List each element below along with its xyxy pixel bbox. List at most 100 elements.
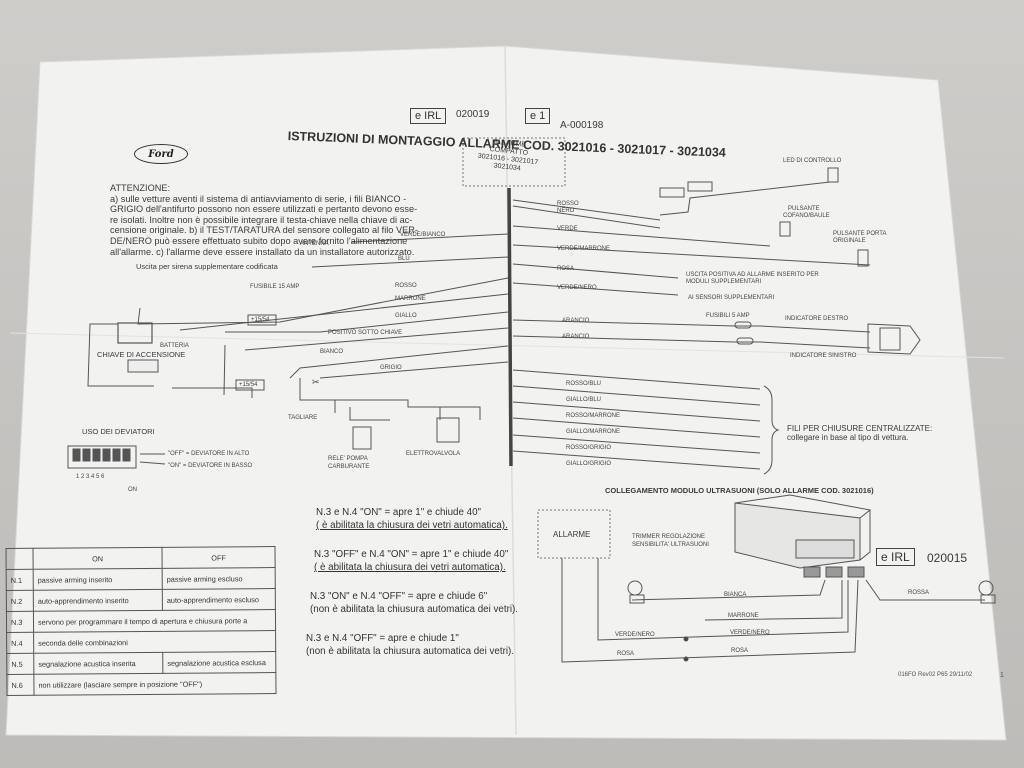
wire-central: ROSSO/MARRONE (566, 413, 621, 419)
attention-line: DE/NERO può essere effettuato subito dop… (110, 235, 408, 246)
cert-box-1: e IRL (410, 108, 447, 124)
attention-line: a) sulle vetture aventi il sistema di an… (110, 193, 407, 204)
timing-rule: N.3 e N.4 "ON" = apre 1" e chiude 40" ( … (316, 506, 508, 532)
rule-line-b: ( è abilitata la chiusura dei vetri auto… (316, 520, 508, 531)
wire-bianca: BIANCA (724, 592, 747, 598)
label-batteria: BATTERIA (160, 343, 189, 349)
wire-rosa-us-2: ROSA (731, 648, 749, 654)
dip-options-table: ON OFF N.1 passive arming inserito passi… (5, 546, 277, 696)
table-cell-on: passive arming inserito (33, 568, 163, 591)
label-tagliare: TAGLIARE (288, 415, 318, 421)
ford-logo: Ford (134, 144, 188, 164)
label-elettrovalvola: ELETTROVALVOLA (406, 451, 461, 457)
table-cell (5, 548, 34, 570)
label-fili-2: collegare in base al tipo di vettura. (787, 433, 909, 442)
wire-giallo: GIALLO (395, 313, 417, 319)
label-carburante: CARBURANTE (328, 464, 370, 470)
label-trimmer-1: TRIMMER REGOLAZIONE (632, 534, 706, 540)
wire-verde-nero-us-2: VERDE/NERO (730, 630, 770, 636)
wire-marrone-left: MARRONE (395, 296, 426, 302)
label-pulsante-porta-1: PULSANTE PORTA (833, 231, 887, 237)
wire-central: GIALLO/MARRONE (566, 429, 621, 435)
table-cell-on: seconda delle combinazioni (33, 630, 276, 654)
ultrasound-allarme: ALLARME (553, 530, 591, 539)
ultrasound-title: COLLEGAMENTO MODULO ULTRASUONI (SOLO ALL… (605, 486, 874, 495)
label-fusibili-5: FUSIBILI 5 AMP (706, 313, 750, 319)
table-row: N.4 seconda delle combinazioni (6, 630, 276, 654)
attention-notes: ATTENZIONE: a) sulle vetture aventi il s… (110, 183, 440, 257)
wire-rosso-left: ROSSO (395, 283, 417, 289)
cert-mark-2: e 1 (530, 110, 546, 122)
table-cell-on: segnalazione acustica inserita (33, 652, 163, 675)
label-chiave-accensione: CHIAVE DI ACCENSIONE (97, 350, 186, 359)
attention-line: censione originale. b) il TEST/TARATURA … (110, 225, 418, 236)
wire-marrone-us: MARRONE (728, 613, 759, 619)
cert-mark-3: e IRL (881, 550, 910, 564)
rule-line-a: N.3 "OFF" e N.4 "ON" = apre 1" e chiude … (314, 549, 509, 560)
timing-rule: N.3 "ON" e N.4 "OFF" = apre e chiude 6" … (310, 590, 518, 616)
table-cell-on: servono per programmare il tempo di aper… (33, 609, 276, 633)
footer-code: 016FO Rev02 P65 29/11/02 (898, 672, 973, 678)
label-plus-15-54-a: +15/54 (251, 317, 270, 323)
wire-grigio: GRIGIO (380, 365, 402, 371)
rule-line-b: (non è abilitata la chiusura automatica … (310, 604, 519, 615)
wire-rossa: ROSSA (908, 590, 930, 596)
attention-line: re isolati. Inoltre non è possibile inte… (110, 214, 413, 225)
wire-central: ROSSO/GRIGIO (566, 445, 612, 451)
table-cell-n: N.4 (6, 632, 34, 654)
timing-rule: N.3 e N.4 "OFF" = apre e chiude 1" (non … (306, 632, 514, 658)
dip-off-note: "OFF" = DEVIATORE IN ALTO (168, 451, 250, 457)
wire-verde-nero-us-1: VERDE/NERO (615, 632, 655, 638)
page-number: 1 (1000, 672, 1004, 679)
timing-rule: N.3 "OFF" e N.4 "ON" = apre 1" e chiude … (314, 548, 508, 574)
wire-rosa-us-1: ROSA (617, 651, 635, 657)
cert-code-1: 020019 (456, 109, 490, 120)
table-cell-n: N.6 (6, 674, 35, 696)
label-pulsante-cofano-1: PULSANTE (788, 206, 820, 212)
wire-verde: VERDE (557, 226, 578, 232)
cert-box-2: e 1 (525, 108, 551, 124)
cert-mark-1: e IRL (415, 110, 442, 122)
table-cell-off: passive arming escluso (162, 567, 276, 590)
dip-numbers: 1 2 3 4 5 6 (76, 474, 105, 480)
label-pulsante-cofano-2: COFANO/BAULE (783, 213, 830, 219)
label-trimmer-2: SENSIBILITA' ULTRASUONI (632, 542, 709, 548)
table-row: N.5 segnalazione acustica inserita segna… (6, 651, 276, 675)
table-cell-n: N.2 (6, 590, 34, 612)
dip-title: USO DEI DEVIATORI (82, 427, 155, 436)
table-header-on: ON (32, 547, 163, 570)
label-fusibile-15: FUSIBILE 15 AMP (250, 284, 300, 290)
rule-line-a: N.3 e N.4 "OFF" = apre e chiude 1" (306, 633, 459, 644)
rule-line-b: ( è abilitata la chiusura dei vetri auto… (314, 562, 506, 573)
label-ind-destro: INDICATORE DESTRO (785, 316, 849, 322)
siren-note: Uscita per sirena supplementare codifica… (136, 262, 278, 271)
table-header-row: ON OFF (5, 546, 276, 570)
wire-rosa: ROSA (557, 266, 575, 272)
ford-logo-text: Ford (148, 148, 174, 160)
table-row: N.1 passive arming inserito passive armi… (6, 567, 276, 591)
cert-box-3: e IRL (876, 548, 915, 566)
label-antenna: ANTENNA (300, 241, 329, 247)
label-uscita-2: MODULI SUPPLEMENTARI (686, 279, 762, 285)
table-cell-on: auto-apprendimento inserito (33, 589, 163, 612)
attention-line: ATTENZIONE: (110, 183, 171, 193)
table-cell-n: N.1 (6, 569, 34, 591)
label-rele: RELE' POMPA (328, 456, 368, 462)
wire-rosso-right: ROSSO (557, 201, 579, 207)
dip-on-label: ON (128, 487, 137, 493)
cert-code-2: A-000198 (560, 120, 604, 131)
label-ind-sinistro: INDICATORE SINISTRO (790, 353, 857, 359)
rule-line-a: N.3 "ON" e N.4 "OFF" = apre e chiude 6" (310, 591, 488, 602)
table-row: N.2 auto-apprendimento inserito auto-app… (6, 588, 276, 612)
instruction-sheet: Ford ISTRUZIONI DI MONTAGGIO ALLARME COD… (0, 40, 1024, 750)
table-cell-off: segnalazione acustica esclusa (162, 651, 276, 674)
rule-line-a: N.3 e N.4 "ON" = apre 1" e chiude 40" (316, 507, 482, 518)
rule-line-b: (non è abilitata la chiusura automatica … (306, 646, 515, 657)
wire-central: ROSSO/BLU (566, 381, 602, 387)
label-plus-15-54-b: +15/54 (239, 382, 258, 388)
wire-verde-marrone: VERDE/MARRONE (557, 246, 611, 252)
label-sensori: AI SENSORI SUPPLEMENTARI (688, 295, 775, 301)
label-fili-1: FILI PER CHIUSURE CENTRALIZZATE: (787, 424, 933, 433)
attention-line: GRIGIO dell'antifurto possono non essere… (110, 204, 418, 215)
label-uscita-1: USCITA POSITIVA AD ALLARME INSERITO PER (686, 272, 819, 278)
